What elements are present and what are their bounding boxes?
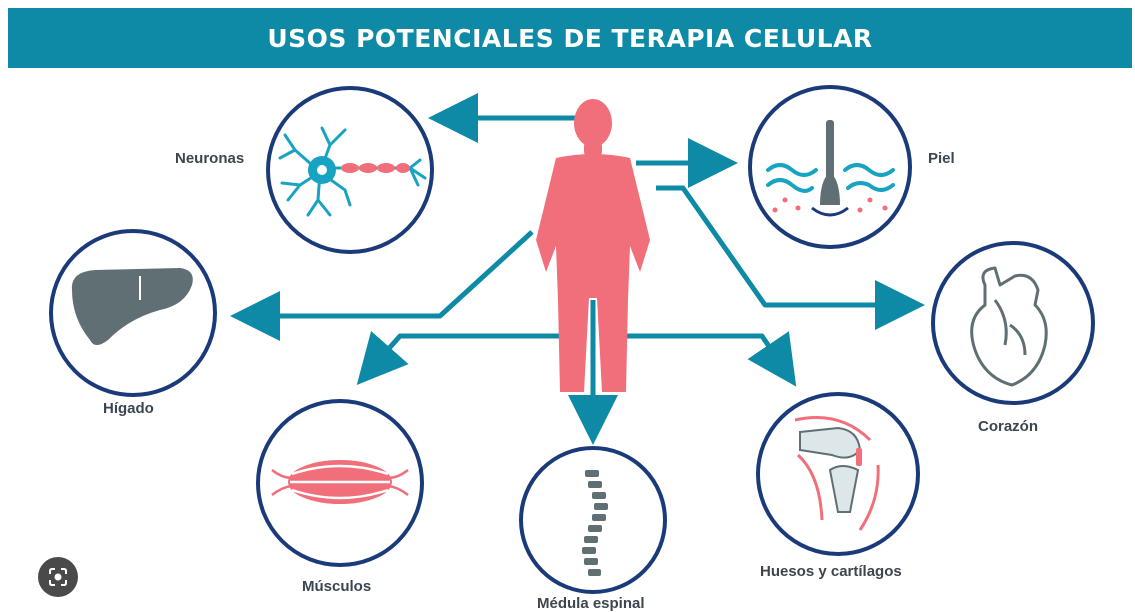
arrow-musculos bbox=[356, 330, 562, 385]
neuron-icon bbox=[278, 126, 427, 217]
arrow-huesos bbox=[620, 331, 797, 387]
muscle-icon bbox=[271, 460, 409, 504]
label-musculos: Músculos bbox=[302, 578, 372, 595]
arrow-higado bbox=[230, 230, 534, 341]
label-huesos: Huesos y cartílagos bbox=[760, 563, 902, 580]
knee-joint-icon bbox=[794, 416, 880, 531]
circle-corazon bbox=[931, 241, 1095, 405]
lens-icon bbox=[49, 568, 67, 586]
label-piel: Piel bbox=[928, 150, 955, 167]
label-neuronas: Neuronas bbox=[175, 150, 245, 167]
skin-icon bbox=[766, 120, 895, 217]
human-body-icon bbox=[536, 99, 650, 392]
heart-icon bbox=[970, 266, 1048, 387]
arrows bbox=[230, 93, 925, 445]
liver-icon bbox=[71, 268, 193, 345]
label-higado: Hígado bbox=[103, 400, 154, 417]
lens-button[interactable] bbox=[38, 557, 78, 597]
label-corazon: Corazón bbox=[978, 418, 1038, 435]
arrow-corazon bbox=[656, 185, 925, 330]
label-medula: Médula espinal bbox=[537, 595, 645, 612]
page-title: USOS POTENCIALES DE TERAPIA CELULAR bbox=[267, 23, 873, 53]
title-banner: USOS POTENCIALES DE TERAPIA CELULAR bbox=[8, 8, 1132, 68]
spine-icon bbox=[582, 470, 608, 576]
